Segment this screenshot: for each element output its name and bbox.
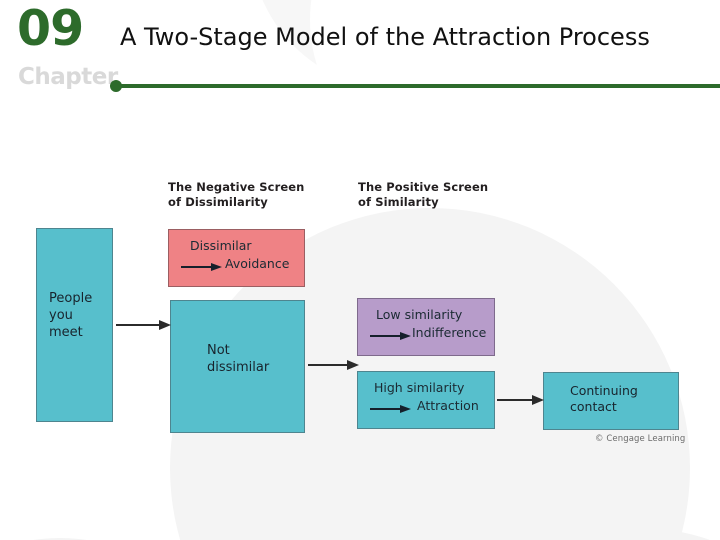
- diagram-panel: The Negative Screen of Dissimilarity The…: [0, 108, 720, 540]
- node-high-similarity-attraction: High similarity Attraction: [357, 371, 500, 434]
- inline-arrow-icon: [181, 263, 223, 271]
- section-heading-line2: of Dissimilarity: [168, 195, 268, 210]
- node-label: Continuing contact: [570, 383, 638, 415]
- arrow-attraction-to-continuing-contact: [497, 395, 545, 405]
- node-outcome-label: Attraction: [417, 398, 479, 413]
- section-heading-negative-screen: The Negative Screen of Dissimilarity: [168, 180, 338, 210]
- section-heading-line2: of Similarity: [358, 195, 439, 210]
- node-low-similarity-indifference: Low similarity Indifference: [357, 298, 500, 361]
- node-label: People you meet: [49, 291, 93, 340]
- node-condition-label: High similarity: [374, 380, 465, 395]
- chapter-number: 09: [17, 0, 84, 57]
- header-divider: [118, 84, 720, 88]
- node-not-dissimilar: Not dissimilar: [170, 300, 310, 438]
- arrow-people-to-not-dissimilar: [116, 320, 172, 330]
- rule-dot-icon: [110, 80, 122, 92]
- inline-arrow-icon: [370, 405, 412, 413]
- arrow-not-dissimilar-to-similarity: [308, 360, 360, 370]
- chapter-label: Chapter: [18, 64, 118, 90]
- slide-header: 09 Chapter A Two-Stage Model of the Attr…: [0, 0, 720, 100]
- panel-circle-decoration-3: [430, 528, 720, 540]
- section-heading-line1: The Positive Screen: [358, 180, 489, 194]
- copyright-credit: © Cengage Learning: [595, 434, 686, 444]
- page-title: A Two-Stage Model of the Attraction Proc…: [120, 23, 650, 52]
- inline-arrow-icon: [370, 332, 412, 340]
- node-continuing-contact: Continuing contact: [543, 372, 684, 435]
- node-condition-label: Low similarity: [376, 307, 463, 322]
- node-outcome-label: Avoidance: [225, 256, 290, 271]
- node-outcome-label: Indifference: [412, 325, 487, 340]
- section-heading-positive-screen: The Positive Screen of Similarity: [358, 180, 528, 210]
- node-label: Not dissimilar: [207, 343, 270, 375]
- node-people-you-meet: People you meet: [36, 228, 118, 427]
- section-heading-line1: The Negative Screen: [168, 180, 305, 194]
- node-dissimilar-avoidance: Dissimilar Avoidance: [168, 229, 310, 292]
- node-condition-label: Dissimilar: [190, 238, 252, 253]
